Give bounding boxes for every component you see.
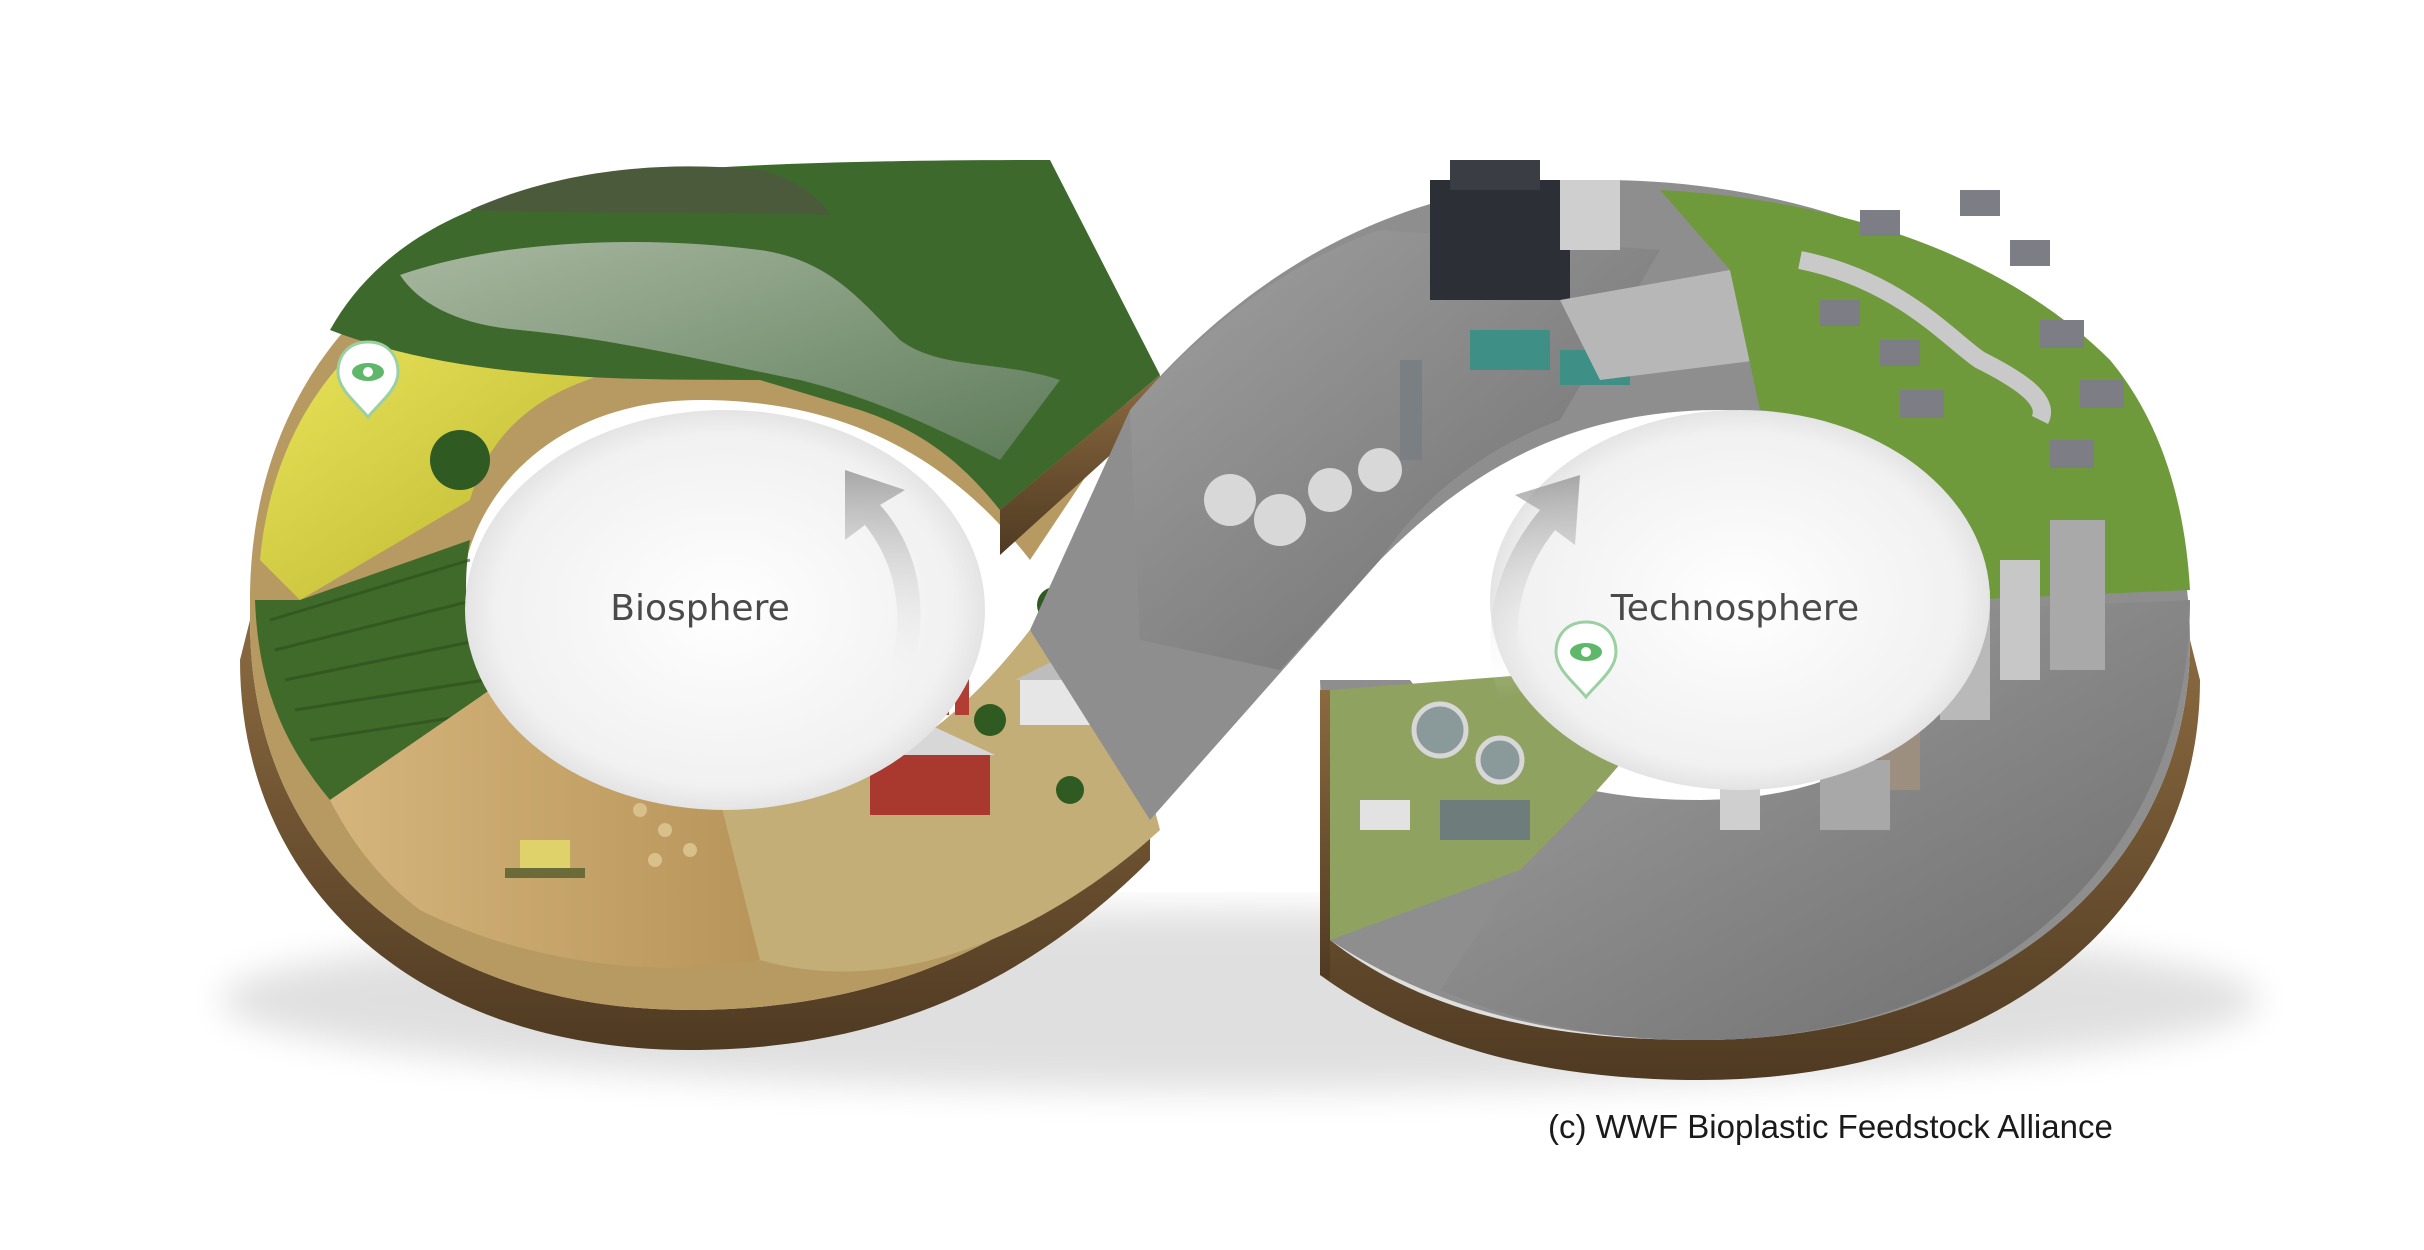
biosphere-view-marker[interactable]: [336, 340, 400, 420]
technosphere-inner-hole: [1490, 410, 1990, 790]
technosphere-cycle-arrow: [1490, 475, 1580, 700]
lake: [400, 242, 1060, 460]
forest-block-soil: [1000, 375, 1160, 555]
eye-icon: [1570, 643, 1602, 661]
industrial-buildings: [1204, 160, 1630, 546]
houses: [1820, 190, 2124, 468]
city-district: [1440, 600, 2190, 1040]
technosphere-label: Technosphere: [1610, 588, 1859, 629]
copyright-credit: (c) WWF Bioplastic Feedstock Alliance: [1548, 1108, 2113, 1145]
technosphere-view-marker[interactable]: [1554, 620, 1618, 700]
wheat-field: [330, 690, 760, 968]
biosphere-label: Biosphere: [610, 588, 789, 629]
corn-rows: [269, 558, 486, 742]
combine-harvester: [505, 840, 585, 878]
water-treatment-plant: [1360, 701, 1530, 840]
biosphere-cycle-arrow: [845, 470, 921, 700]
hill: [470, 166, 830, 215]
eye-icon: [352, 363, 384, 381]
parking-lot: [1560, 270, 1760, 380]
water-treatment-soil: [1320, 690, 1330, 980]
hay-bales: [633, 803, 697, 867]
corn-field: [255, 540, 490, 800]
suburban-road: [1798, 251, 2051, 425]
